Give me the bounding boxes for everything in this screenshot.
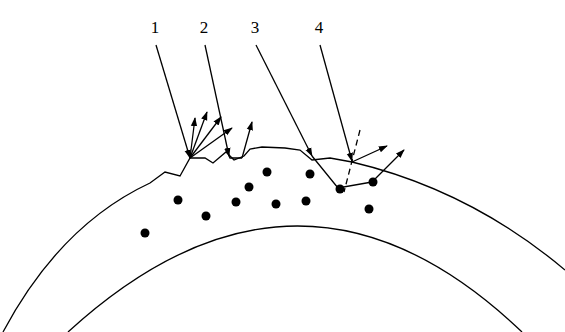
callout-number: 2 xyxy=(199,19,210,36)
callout-number: 4 xyxy=(314,19,325,36)
particles xyxy=(141,168,378,238)
callout-number: 3 xyxy=(250,19,261,36)
outer-surface xyxy=(3,147,565,332)
callout-number: 1 xyxy=(150,19,161,36)
inner-surface xyxy=(68,226,522,332)
